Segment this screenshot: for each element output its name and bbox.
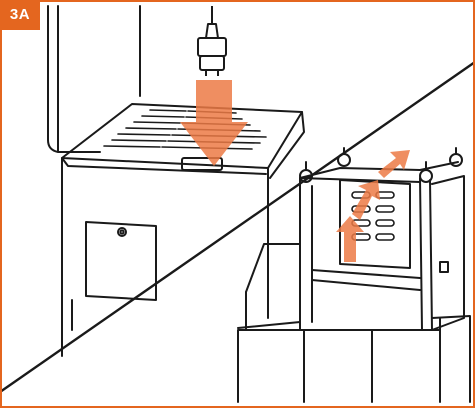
stand-frame-right: [420, 178, 432, 330]
top-left-panel: [48, 6, 304, 356]
door-knob: [118, 228, 126, 236]
wall-panel: [48, 6, 100, 152]
power-plug-icon: [198, 6, 226, 76]
printer-front-face: [62, 158, 268, 352]
stand-frame-left: [300, 178, 312, 324]
box-back-left-top: [246, 244, 300, 292]
printer-right-edge: [270, 112, 304, 178]
box-front-row: [238, 318, 440, 402]
side-slot: [440, 262, 448, 272]
step-badge: 3A: [0, 0, 40, 30]
up-arrow-icon: [336, 150, 410, 262]
down-arrow-icon: [180, 80, 248, 166]
caster-wheels: [300, 148, 462, 182]
bottom-right-panel: [238, 148, 470, 402]
stand-frame-mid: [312, 270, 420, 290]
door-knob-inner: [120, 230, 123, 233]
stand-side-panel: [432, 176, 464, 330]
